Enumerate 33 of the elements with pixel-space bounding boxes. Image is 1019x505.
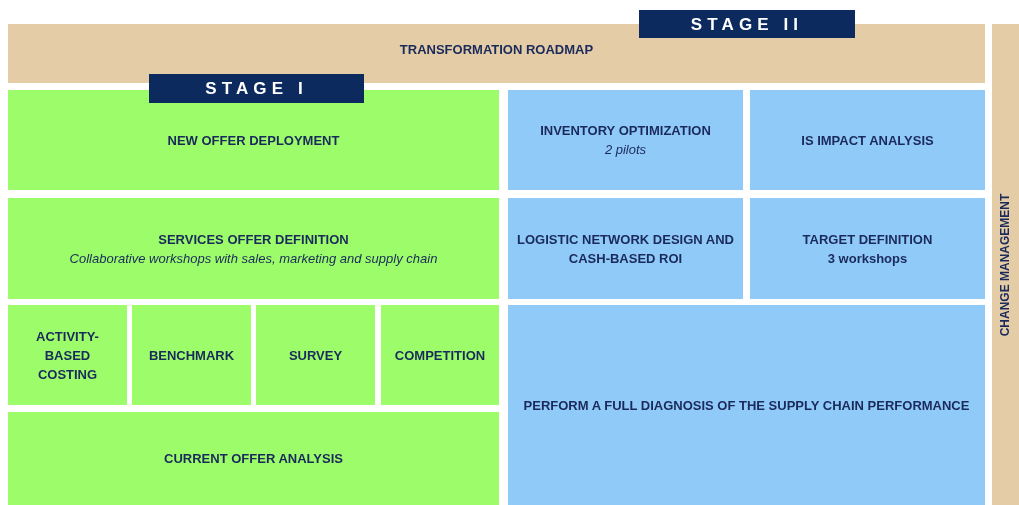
- stage-tab: [149, 74, 364, 103]
- activity-box: [132, 305, 251, 405]
- box-title: IS IMPACT ANALYSIS: [801, 131, 934, 150]
- box-title: TARGET DEFINITION: [802, 230, 933, 249]
- activity-box: [8, 412, 499, 505]
- activity-box: [256, 305, 375, 405]
- activity-box: [508, 90, 743, 190]
- activity-box: [750, 90, 985, 190]
- box-title: STAGE II: [690, 14, 804, 34]
- box-title: BENCHMARK: [148, 346, 235, 365]
- box-title: NEW OFFER DEPLOYMENT: [167, 131, 340, 150]
- box-title: ACTIVITY-BASED COSTING: [35, 327, 100, 384]
- box-title: COMPETITION: [394, 346, 486, 365]
- stage-tab: [639, 10, 855, 38]
- box-note: 3 workshops: [827, 249, 908, 268]
- box-title: SERVICES OFFER DEFINITION: [158, 230, 349, 249]
- box-note: 2 pilots: [604, 141, 647, 159]
- box-title: CURRENT OFFER ANALYSIS: [164, 450, 343, 468]
- box-title: STAGE I: [205, 79, 308, 98]
- activity-box: [8, 198, 499, 299]
- band-label: CHANGE MANAGEMENT: [997, 193, 1014, 336]
- activity-box: [508, 305, 985, 505]
- box-title: INVENTORY OPTIMIZATION: [540, 122, 711, 140]
- change-management-band: [992, 24, 1019, 505]
- activity-box: [381, 305, 499, 405]
- box-note: Collaborative workshops with sales, marketing and supply chain: [69, 249, 438, 268]
- activity-box: [508, 198, 743, 299]
- box-title: SURVEY: [288, 346, 343, 365]
- box-title: PERFORM A FULL DIAGNOSIS OF THE SUPPLY CHAIN PERFORMANCE: [523, 396, 970, 415]
- box-title: TRANSFORMATION ROADMAP: [399, 41, 594, 59]
- activity-box: [750, 198, 985, 299]
- activity-box: [8, 305, 127, 405]
- box-title: LOGISTIC NETWORK DESIGN AND CASH-BASED ROI: [516, 230, 735, 268]
